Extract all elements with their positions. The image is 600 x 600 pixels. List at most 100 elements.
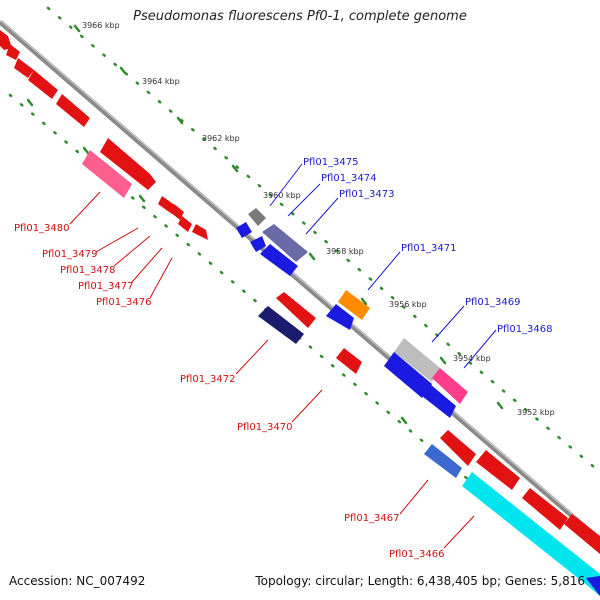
- gene-arrow[interactable]: [564, 514, 600, 554]
- gene-label[interactable]: Pfl01_3477: [78, 281, 134, 292]
- genome-summary: Topology: circular; Length: 6,438,405 bp…: [255, 574, 585, 588]
- topology-label: Topology:: [255, 574, 312, 588]
- separator: ;: [496, 574, 505, 588]
- callout-line: [443, 515, 475, 549]
- gene-label[interactable]: Pfl01_3478: [60, 265, 116, 276]
- gene-arrow[interactable]: [82, 150, 132, 198]
- accession-line: Accession: NC_007492: [9, 574, 145, 588]
- gene-arrow[interactable]: [14, 58, 34, 78]
- gene-arrow[interactable]: [432, 368, 468, 404]
- accession-value: NC_007492: [76, 574, 146, 588]
- tick-mark: [360, 297, 368, 306]
- gene-arrow[interactable]: [0, 30, 12, 50]
- tick-mark: [231, 164, 239, 173]
- gene-label[interactable]: Pfl01_3466: [389, 549, 445, 560]
- callout-line: [131, 247, 163, 283]
- tick-mark: [119, 66, 127, 75]
- gene-features: [0, 30, 600, 596]
- gene-label[interactable]: Pfl01_3471: [401, 243, 457, 254]
- gene-arrow[interactable]: [100, 138, 156, 190]
- scale-label: 3956 kbp: [389, 300, 427, 309]
- gene-arrow[interactable]: [262, 224, 308, 262]
- length-label: Length:: [367, 574, 414, 588]
- callout-line: [399, 479, 429, 515]
- gene-label[interactable]: Pfl01_3476: [96, 297, 152, 308]
- gene-arrow[interactable]: [260, 244, 298, 276]
- gene-arrow[interactable]: [394, 338, 440, 382]
- callout-line: [431, 305, 465, 343]
- gene-arrow[interactable]: [236, 222, 252, 238]
- gene-arrow[interactable]: [248, 208, 266, 226]
- gene-label[interactable]: Pfl01_3472: [180, 374, 236, 385]
- callout-line: [95, 227, 139, 253]
- gene-arrow[interactable]: [586, 576, 600, 596]
- gene-arrow[interactable]: [56, 94, 90, 127]
- tick-mark: [82, 146, 90, 155]
- tick-mark: [496, 401, 504, 410]
- gene-arrow[interactable]: [178, 216, 192, 232]
- scale-label: 3960 kbp: [263, 191, 301, 200]
- scale-label: 3958 kbp: [326, 247, 364, 256]
- callout-line: [287, 183, 321, 217]
- gene-arrow[interactable]: [192, 224, 208, 240]
- gene-arrow[interactable]: [336, 348, 362, 374]
- gene-arrow[interactable]: [258, 306, 304, 344]
- gene-label[interactable]: Pfl01_3474: [321, 173, 377, 184]
- tick-mark: [400, 416, 408, 425]
- genes-label: Genes:: [504, 574, 547, 588]
- accession-label: Accession:: [9, 574, 73, 588]
- tick-mark: [308, 252, 316, 261]
- tick-mark: [26, 98, 34, 107]
- callout-line: [305, 197, 339, 235]
- gene-arrow[interactable]: [522, 488, 568, 530]
- gene-label[interactable]: Pfl01_3473: [339, 189, 395, 200]
- callout-line: [367, 251, 401, 291]
- gene-arrow[interactable]: [440, 430, 476, 466]
- gene-arrow[interactable]: [384, 352, 432, 398]
- callout-line: [113, 235, 151, 267]
- scale-guide-outer: [46, 6, 600, 474]
- topology-value: circular: [315, 574, 360, 588]
- gene-label[interactable]: Pfl01_3475: [303, 157, 359, 168]
- gene-arrow[interactable]: [476, 450, 520, 490]
- gene-label[interactable]: Pfl01_3467: [344, 513, 400, 524]
- callout-lines: [69, 163, 497, 549]
- gene-arrow[interactable]: [422, 384, 456, 418]
- gene-label[interactable]: Pfl01_3469: [465, 297, 521, 308]
- scale-label: 3952 kbp: [517, 408, 555, 417]
- callout-line: [149, 257, 173, 299]
- callout-line: [463, 329, 497, 369]
- gene-arrow[interactable]: [338, 290, 370, 320]
- gene-arrow[interactable]: [170, 204, 184, 220]
- map-title: Pseudomonas fluorescens Pf0-1, complete …: [133, 9, 467, 24]
- gene-arrow[interactable]: [28, 70, 58, 99]
- tick-mark: [176, 116, 184, 125]
- gene-label[interactable]: Pfl01_3470: [237, 422, 293, 433]
- gene-label[interactable]: Pfl01_3480: [14, 223, 70, 234]
- callout-line: [269, 163, 303, 207]
- backbone-line: [0, 20, 600, 542]
- scale-label: 3964 kbp: [142, 77, 180, 86]
- separator: ;: [359, 574, 368, 588]
- scale-label: 3962 kbp: [202, 134, 240, 143]
- callout-line: [291, 389, 323, 423]
- genes-value: 5,816: [550, 574, 585, 588]
- tick-mark: [439, 356, 447, 365]
- gene-arrow[interactable]: [250, 236, 266, 252]
- gene-arrow[interactable]: [424, 444, 462, 478]
- length-value: 6,438,405 bp: [416, 574, 497, 588]
- callout-line: [235, 339, 269, 375]
- scale-label: 3966 kbp: [82, 21, 120, 30]
- gene-label[interactable]: Pfl01_3468: [497, 324, 553, 335]
- tick-mark: [73, 24, 81, 33]
- gene-label[interactable]: Pfl01_3479: [42, 249, 98, 260]
- gene-arrow[interactable]: [276, 292, 316, 328]
- gene-arrow[interactable]: [6, 44, 20, 60]
- callout-line: [69, 191, 101, 225]
- backbone-shine: [0, 19, 600, 539]
- tick-mark: [138, 194, 146, 203]
- genome-backbone: [0, 19, 600, 542]
- gene-arrow[interactable]: [462, 472, 600, 596]
- gene-arrow[interactable]: [326, 304, 354, 330]
